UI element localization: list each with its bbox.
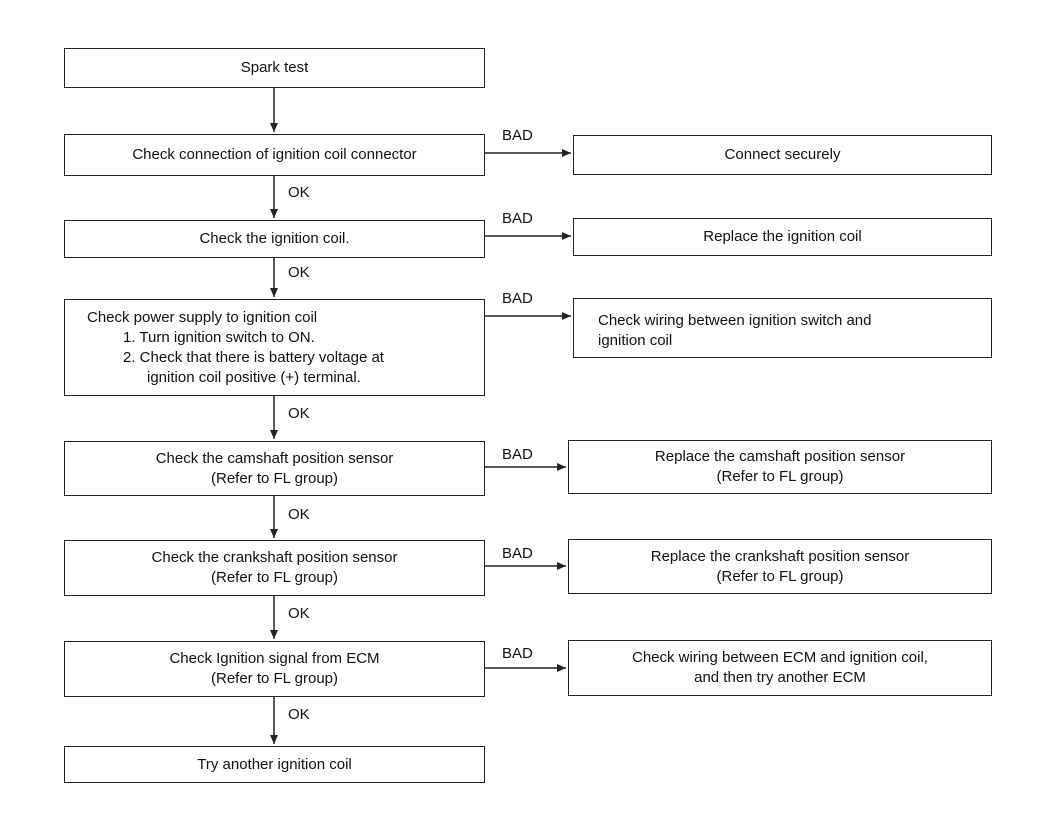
ok-label: OK <box>288 405 310 422</box>
step-check-ecm-signal: Check Ignition signal from ECM (Refer to… <box>64 641 485 697</box>
bad-label: BAD <box>502 210 533 227</box>
action-replace-crankshaft: Replace the crankshaft position sensor (… <box>568 539 992 594</box>
step-line: (Refer to FL group) <box>211 670 338 687</box>
action-line: and then try another ECM <box>694 669 866 686</box>
step-line: (Refer to FL group) <box>211 569 338 586</box>
action-line: Check wiring between ECM and ignition co… <box>632 649 928 666</box>
step-check-connector: Check connection of ignition coil connec… <box>64 134 485 176</box>
step-line: Check the camshaft position sensor <box>155 449 394 467</box>
bad-label: BAD <box>502 645 533 662</box>
step-line: Spark test <box>240 59 309 76</box>
step-check-crankshaft: Check the crankshaft position sensor (Re… <box>64 540 485 596</box>
ok-label: OK <box>288 706 310 723</box>
action-check-wiring-switch: Check wiring between ignition switch and… <box>573 298 992 358</box>
step-line: Try another ignition coil <box>197 755 352 773</box>
step-line: (Refer to FL group) <box>211 469 338 487</box>
bad-label: BAD <box>502 446 533 463</box>
step-line: Check connection of ignition coil connec… <box>132 146 417 163</box>
step-check-power-supply: Check power supply to ignition coil 1. T… <box>64 299 485 396</box>
step-line: Check power supply to ignition coil <box>87 308 318 326</box>
step-line: Check Ignition signal from ECM <box>169 650 380 667</box>
action-line: (Refer to FL group) <box>716 468 844 485</box>
action-line: Replace the crankshaft position sensor <box>650 547 910 565</box>
action-line: Check wiring between ignition switch and <box>598 312 872 329</box>
bad-label: BAD <box>502 545 533 562</box>
action-line: Replace the camshaft position sensor <box>654 448 906 465</box>
step-substep: 1. Turn ignition switch to ON. <box>123 328 315 346</box>
action-replace-coil: Replace the ignition coil <box>573 218 992 256</box>
action-line: (Refer to FL group) <box>716 567 844 585</box>
ok-label: OK <box>288 264 310 281</box>
action-connect-securely: Connect securely <box>573 135 992 175</box>
step-try-another-coil: Try another ignition coil <box>64 746 485 783</box>
ok-label: OK <box>288 605 310 622</box>
step-line: Check the ignition coil. <box>199 230 350 247</box>
ok-label: OK <box>288 184 310 201</box>
step-check-camshaft: Check the camshaft position sensor (Refe… <box>64 441 485 496</box>
bad-label: BAD <box>502 127 533 144</box>
step-line: Check the crankshaft position sensor <box>151 549 398 566</box>
step-check-coil: Check the ignition coil. <box>64 220 485 258</box>
step-substep: 2. Check that there is battery voltage a… <box>123 348 384 366</box>
step-substep: ignition coil positive (+) terminal. <box>147 368 361 386</box>
action-line: ignition coil <box>598 332 673 349</box>
bad-label: BAD <box>502 290 533 307</box>
ok-label: OK <box>288 506 310 523</box>
action-line: Connect securely <box>724 146 841 163</box>
action-line: Replace the ignition coil <box>703 228 862 245</box>
action-replace-camshaft: Replace the camshaft position sensor (Re… <box>568 440 992 494</box>
step-spark-test: Spark test <box>64 48 485 88</box>
action-check-wiring-ecm: Check wiring between ECM and ignition co… <box>568 640 992 696</box>
